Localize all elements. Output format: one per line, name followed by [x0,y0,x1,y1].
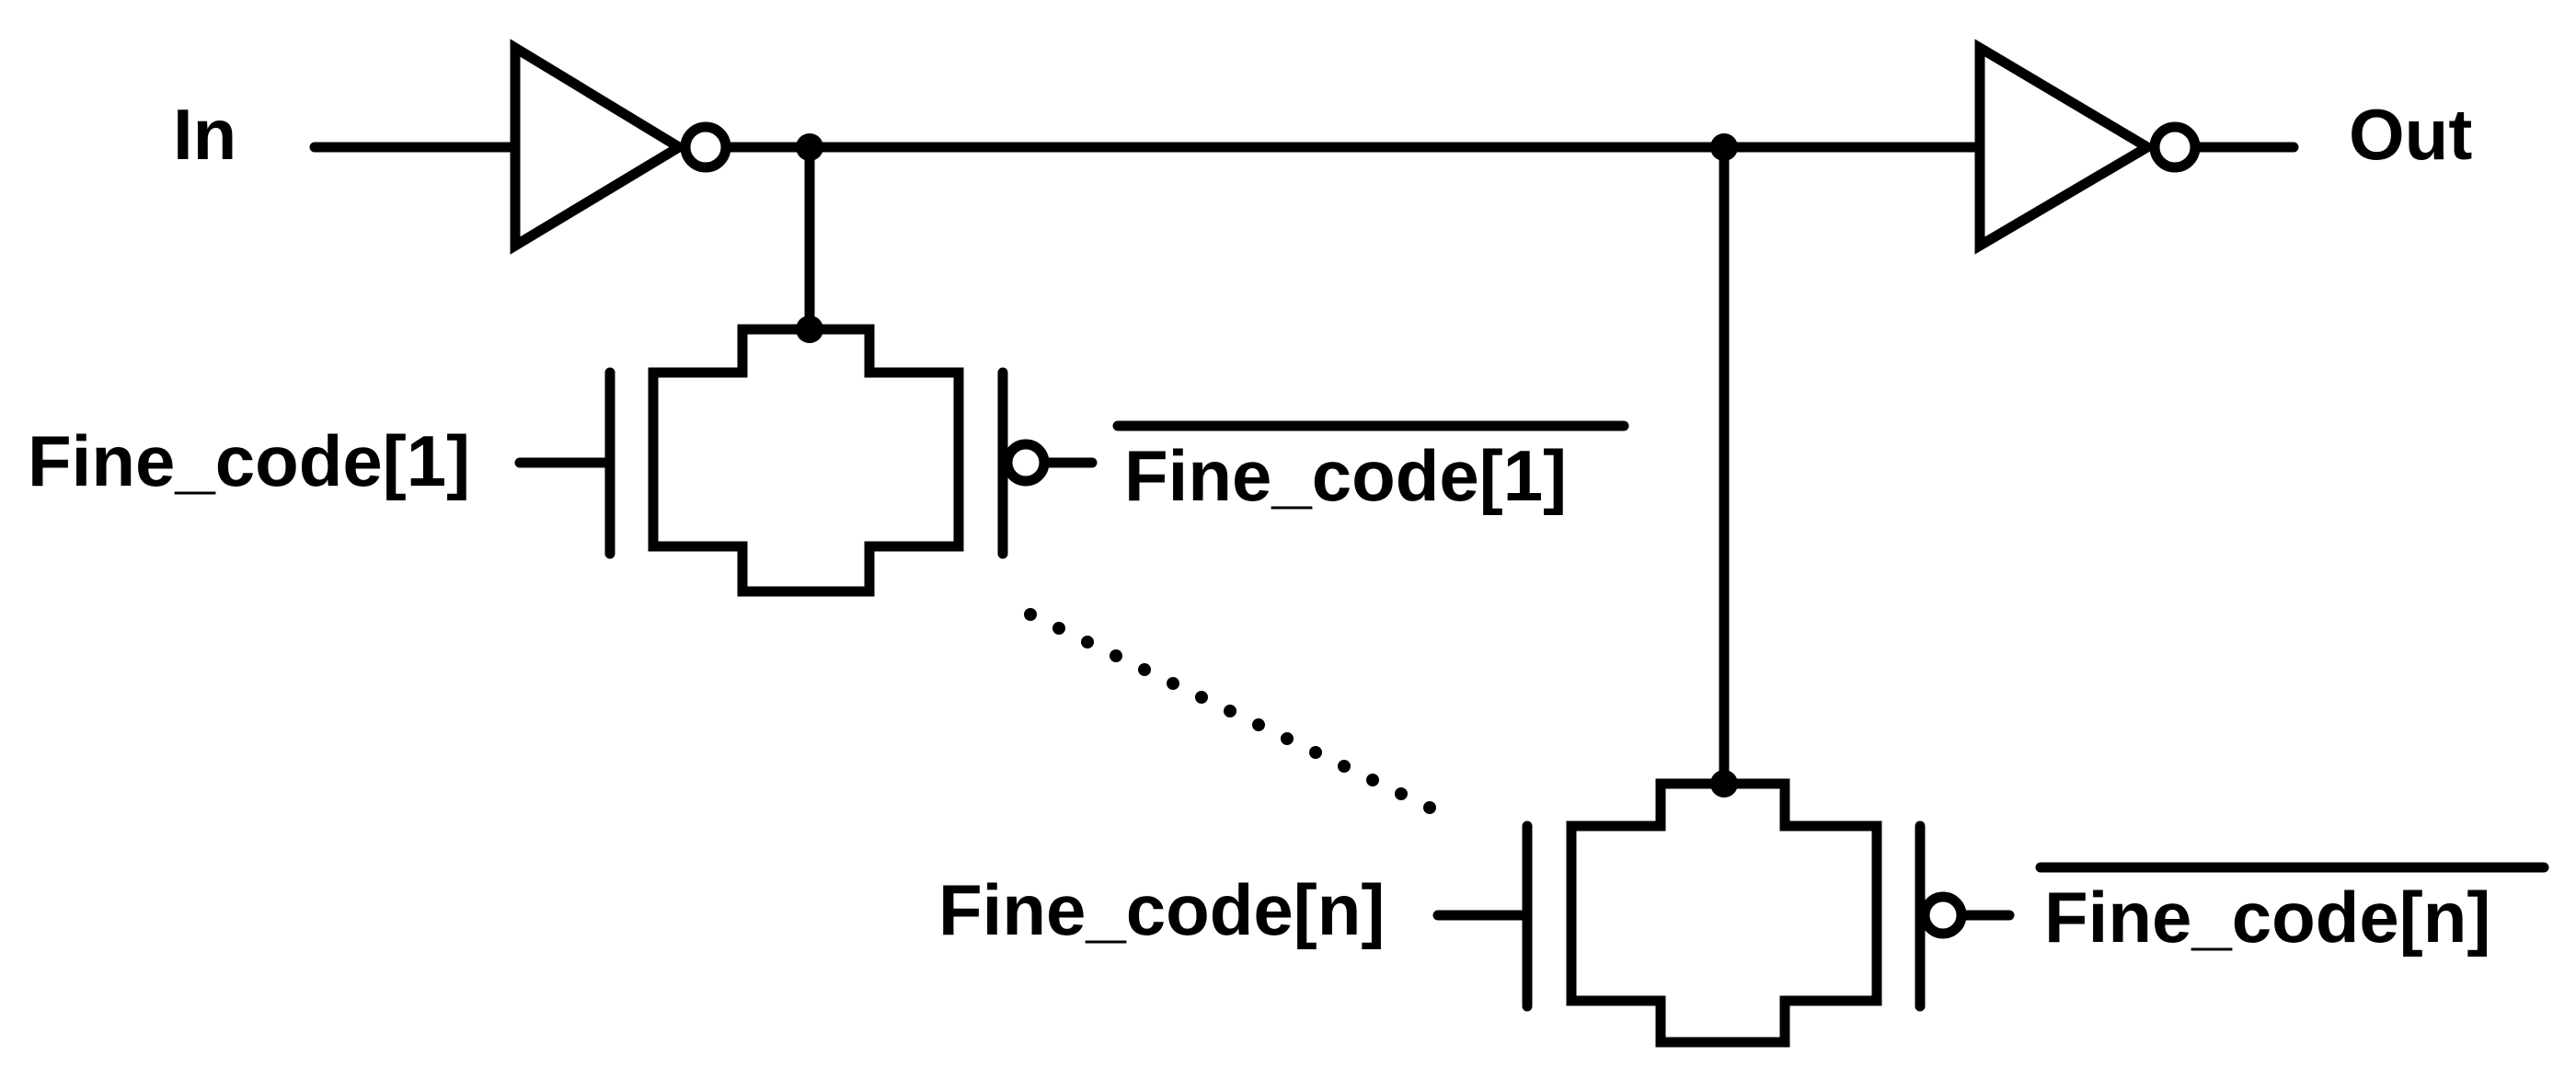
capn-source-drain [1566,778,1882,1048]
capn-p-gate-bubble [1919,891,1967,939]
input-inverter-bubble [680,121,731,173]
gaten-p-label: Fine_code[n] [2044,877,2490,958]
input-label: In [173,94,236,175]
output-inverter-bubble [2149,121,2201,173]
gate1-n-label: Fine_code[1] [28,420,470,501]
input-inverter [510,39,731,255]
output-label: Out [2349,94,2472,175]
continuation-dots [1024,608,1436,814]
mos-capacitor-n [1432,142,2015,1048]
mos-capacitor-1 [514,142,1098,597]
cap1-source-drain [648,324,964,597]
gaten-n-label: Fine_code[n] [938,869,1385,950]
output-inverter [1974,39,2201,255]
cap1-p-gate-bubble [1002,439,1050,487]
gate1-p-label: Fine_code[1] [1124,435,1567,516]
